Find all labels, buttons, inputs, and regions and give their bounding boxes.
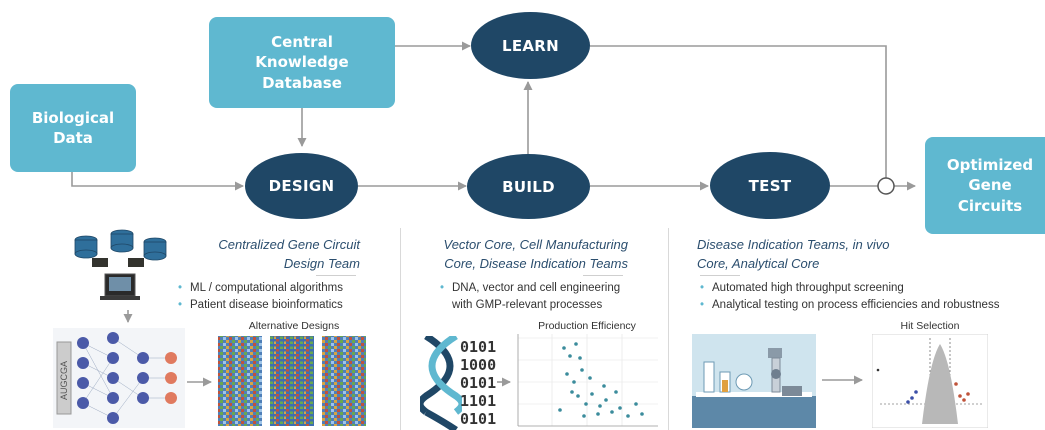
optimized-gene-circuits-box: Optimized Gene Circuits [925, 137, 1045, 234]
test-bullets: Automated high throughput screening Anal… [700, 280, 1040, 314]
binary-code-block: 0101 1000 0101 1101 0101 [460, 338, 496, 428]
design-bullet-item: Patient disease bioinformatics [178, 297, 378, 314]
production-efficiency-caption: Production Efficiency [538, 320, 636, 332]
test-team-label: Disease Indication Teams, in vivo Core, … [697, 237, 890, 271]
test-bullet-item: Analytical testing on process efficienci… [700, 297, 1040, 314]
biological-data-label: Biological Data [31, 108, 115, 147]
binary-line: 1000 [460, 356, 497, 374]
column-separator-left [400, 228, 401, 430]
binary-line: 1101 [460, 392, 497, 410]
learn-to-junction-line [590, 45, 887, 178]
neural-network-illustration: AUGCGA [53, 328, 185, 428]
design-stage-label: DESIGN [268, 177, 335, 195]
neural-network-input-label: AUGCGA [59, 361, 69, 400]
binary-line: 0101 [460, 338, 497, 356]
dna-helix-icon [420, 336, 462, 430]
hit-selection-caption: Hit Selection [900, 320, 960, 332]
hit-selection-plot [872, 334, 988, 428]
learn-stage: LEARN [471, 12, 590, 79]
central-knowledge-database-label: Central Knowledge Database [255, 33, 349, 92]
binary-line: 0101 [460, 410, 497, 428]
column-separator-right [668, 228, 669, 430]
design-stage: DESIGN [245, 153, 358, 219]
learn-stage-label: LEARN [501, 36, 560, 55]
design-team-underline [316, 275, 356, 276]
design-bullets: ML / computational algorithms Patient di… [178, 280, 378, 314]
build-bullet-item: DNA, vector and cell engineering with GM… [440, 280, 640, 314]
central-knowledge-database-box: Central Knowledge Database [209, 17, 395, 108]
junction-node [877, 177, 895, 195]
test-bullet-item: Automated high throughput screening [700, 280, 1040, 297]
binary-line: 0101 [460, 374, 497, 392]
database-computer-icon [74, 229, 167, 300]
production-efficiency-plot [517, 334, 658, 427]
design-bullet-item: ML / computational algorithms [178, 280, 378, 297]
test-stage: TEST [710, 152, 830, 219]
build-stage: BUILD [467, 154, 590, 219]
design-team-label: Centralized Gene Circuit Design Team [218, 237, 360, 271]
biological-data-box: Biological Data [10, 84, 136, 172]
build-team-underline [583, 275, 623, 276]
alternative-designs-caption: Alternative Designs [248, 320, 340, 332]
build-bullets: DNA, vector and cell engineering with GM… [440, 280, 640, 314]
build-team-label: Vector Core, Cell Manufacturing Core, Di… [443, 237, 629, 271]
test-team-underline [700, 275, 740, 276]
build-stage-label: BUILD [502, 177, 555, 196]
test-stage-label: TEST [748, 176, 792, 195]
optimized-gene-circuits-label: Optimized Gene Circuits [946, 156, 1034, 215]
biological-to-design-line [71, 172, 244, 191]
alternative-designs-sequences [218, 336, 366, 426]
lab-robot-illustration [692, 334, 816, 428]
